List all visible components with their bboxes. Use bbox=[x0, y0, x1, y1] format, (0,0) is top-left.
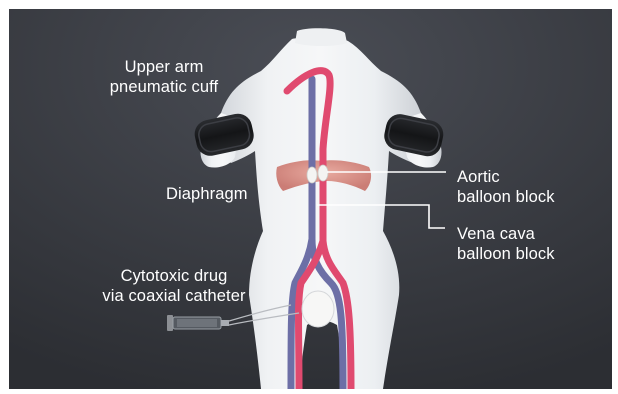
vena-cava-balloon-line2: balloon block bbox=[457, 244, 555, 264]
cytotoxic-drug-line1: Cytotoxic drug bbox=[101, 266, 247, 286]
bladder bbox=[302, 291, 334, 327]
upper-arm-cuff-line1: Upper arm bbox=[99, 57, 229, 77]
upper-arm-cuff-label: Upper arm pneumatic cuff bbox=[99, 57, 229, 97]
aortic-balloon-line2: balloon block bbox=[457, 187, 555, 207]
diaphragm-label: Diaphragm bbox=[166, 184, 248, 204]
vena-cava-balloon bbox=[307, 167, 317, 183]
aortic-balloon-line1: Aortic bbox=[457, 167, 555, 187]
diagram-stage: Upper arm pneumatic cuff Diaphragm Aorti… bbox=[9, 9, 612, 389]
vena-cava-balloon-label: Vena cava balloon block bbox=[457, 224, 555, 264]
upper-arm-cuff-line2: pneumatic cuff bbox=[99, 77, 229, 97]
cytotoxic-drug-label: Cytotoxic drug via coaxial catheter bbox=[101, 266, 247, 306]
neck bbox=[295, 28, 347, 46]
aortic-balloon-label: Aortic balloon block bbox=[457, 167, 555, 207]
cytotoxic-drug-line2: via coaxial catheter bbox=[101, 286, 247, 306]
vena-cava-balloon-line1: Vena cava bbox=[457, 224, 555, 244]
syringe bbox=[167, 315, 229, 331]
aortic-balloon bbox=[318, 165, 328, 181]
